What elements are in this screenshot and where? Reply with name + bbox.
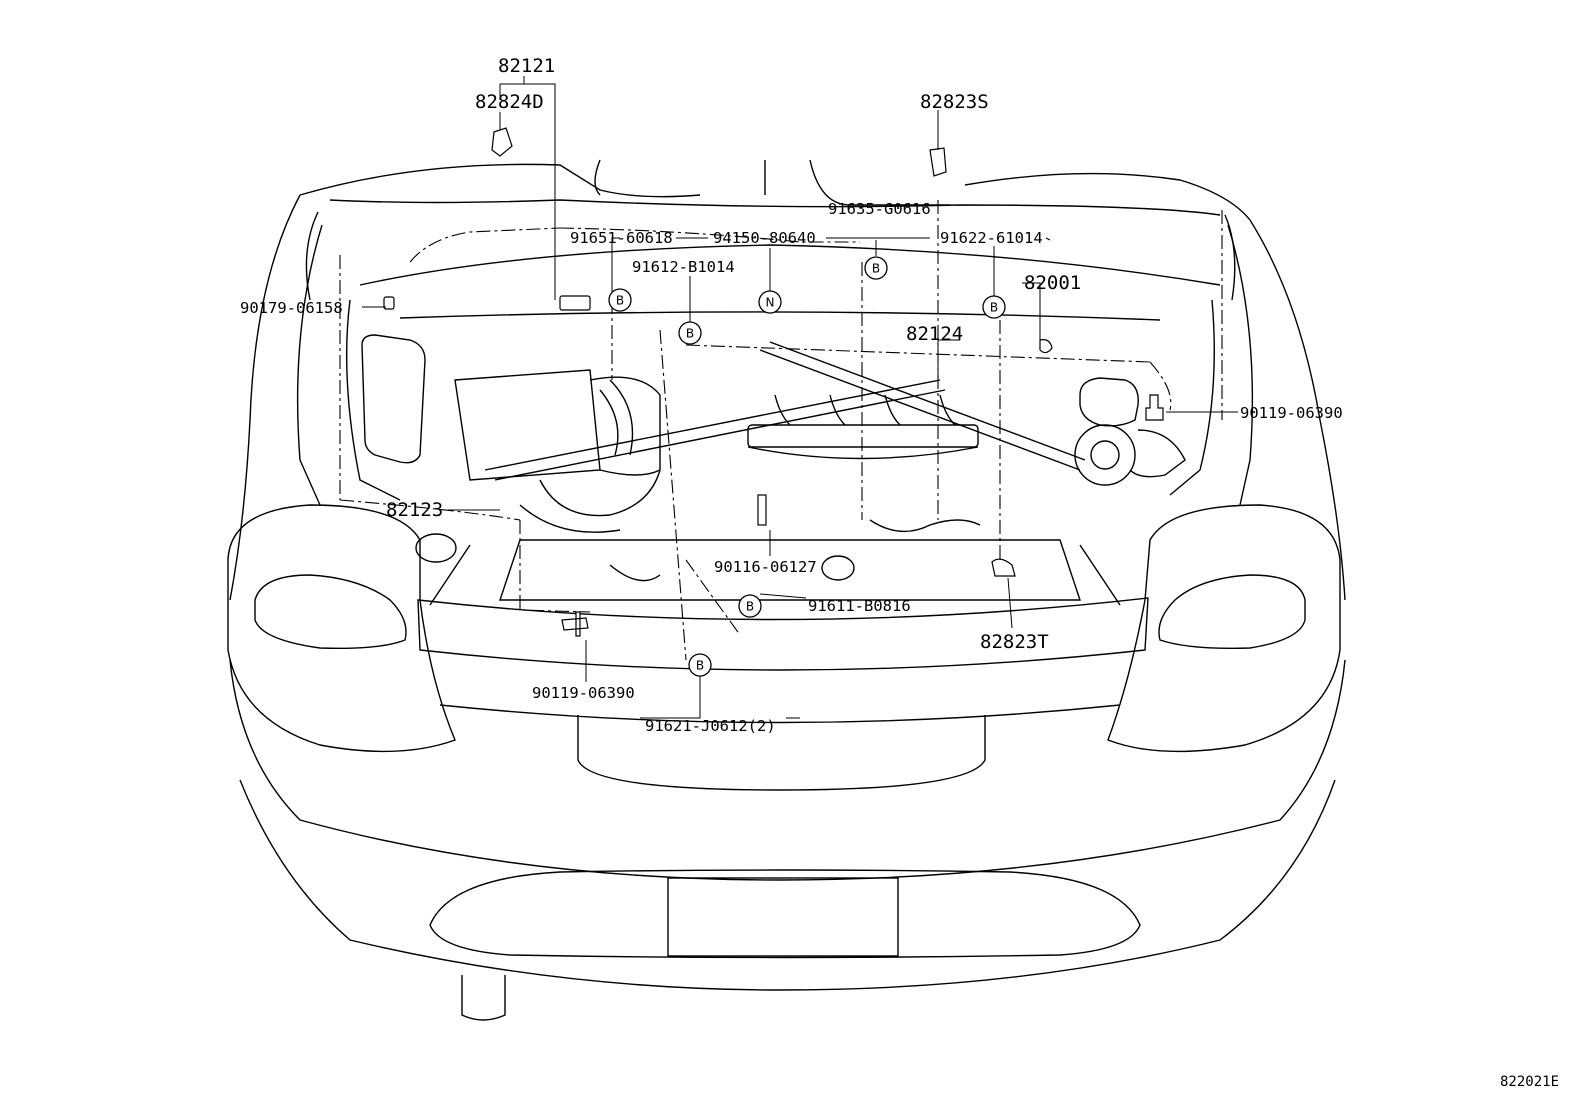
badge-text: B [616, 294, 624, 308]
label-82824d: 82824D [475, 91, 544, 113]
label-91635-g0616: 91635-G0616 [828, 200, 931, 218]
badge-text: B [696, 659, 704, 673]
badge-b-91612: B [678, 321, 702, 345]
bolt-90119-left-icon [561, 611, 589, 637]
badge-b-91651: B [608, 288, 632, 312]
figure-code: 822021E [1500, 1074, 1559, 1090]
label-82823t: 82823T [980, 631, 1049, 653]
label-94150-80640: 94150-80640 [713, 229, 816, 247]
badge-text: B [872, 262, 880, 276]
label-82001: 82001 [1024, 272, 1081, 294]
bolt-90119-right-icon [1145, 394, 1164, 421]
grommet-82001-icon [1039, 339, 1053, 354]
connector-82121-icon [559, 295, 591, 311]
label-82123: 82123 [386, 499, 443, 521]
badge-text: N [766, 296, 775, 310]
label-82124: 82124 [906, 323, 963, 345]
label-90119-06390-left: 90119-06390 [532, 684, 635, 702]
engine-components [361, 334, 1186, 582]
part-labels: 82121 82824D 82823S 91635-G0616 91651-60… [240, 55, 1343, 735]
label-91651-60618: 91651-60618 [570, 229, 673, 247]
label-91612-b1014: 91612-B1014 [632, 258, 735, 276]
label-82121: 82121 [498, 55, 555, 77]
clip-82823s-icon [929, 147, 947, 177]
badge-text: B [990, 301, 998, 315]
badge-b-91635: B [864, 256, 888, 280]
badge-b-91622: B [982, 295, 1006, 319]
badge-text: B [746, 600, 754, 614]
label-91621-j0612: 91621-J0612(2) [645, 717, 776, 735]
part-glyphs [383, 127, 1164, 637]
vehicle-body-outline [227, 159, 1346, 1021]
badge-b-91621: B [688, 653, 712, 677]
bolt-90116-icon [757, 494, 767, 526]
label-90116-06127: 90116-06127 [714, 558, 817, 576]
label-90179-06158: 90179-06158 [240, 299, 343, 317]
connector-82824d-icon [491, 127, 513, 157]
badge-b-91611: B [738, 594, 762, 618]
label-91611-b0816: 91611-B0816 [808, 597, 911, 615]
badge-n-94150: N [758, 290, 782, 314]
label-82823s: 82823S [920, 91, 989, 113]
leader-lines [362, 76, 1238, 719]
label-91622-61014: 91622-61014 [940, 229, 1043, 247]
clamp-82823t-icon [991, 558, 1016, 577]
badge-text: B [686, 327, 694, 341]
label-90119-06390-right: 90119-06390 [1240, 404, 1343, 422]
nut-90179-icon [383, 296, 395, 310]
